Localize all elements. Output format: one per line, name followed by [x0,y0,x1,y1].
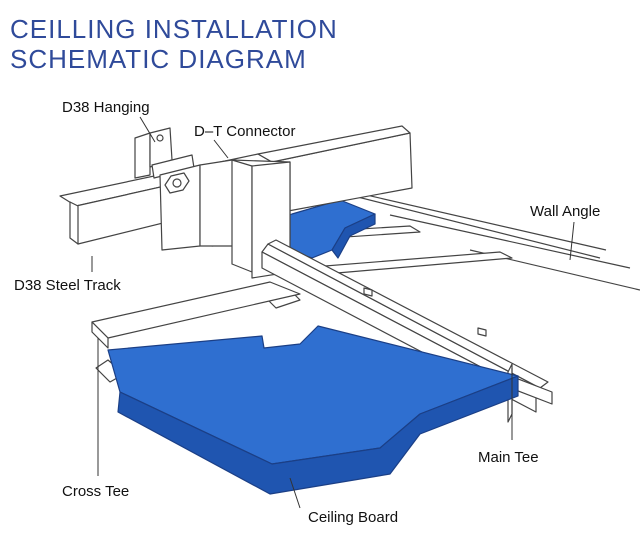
label-dt-connector: D–T Connector [194,123,295,140]
label-cross-tee: Cross Tee [62,483,129,500]
label-d38-steel-track: D38 Steel Track [14,277,121,294]
diagram-title-line2: SCHEMATIC DIAGRAM [10,44,307,74]
label-d38-hanging: D38 Hanging [62,99,150,116]
label-wall-angle: Wall Angle [530,203,600,220]
label-main-tee: Main Tee [478,449,539,466]
leader-ceiling-board [289,477,301,509]
leader-d38-hanging [139,116,156,143]
leader-dt-connector [213,139,229,159]
diagram-title-line1: CEILLING INSTALLATION [10,14,338,44]
leader-wall-angle [569,221,575,261]
d38-hanging-bracket [134,127,195,179]
label-ceiling-board: Ceiling Board [308,509,398,526]
ceiling-board [107,325,519,495]
